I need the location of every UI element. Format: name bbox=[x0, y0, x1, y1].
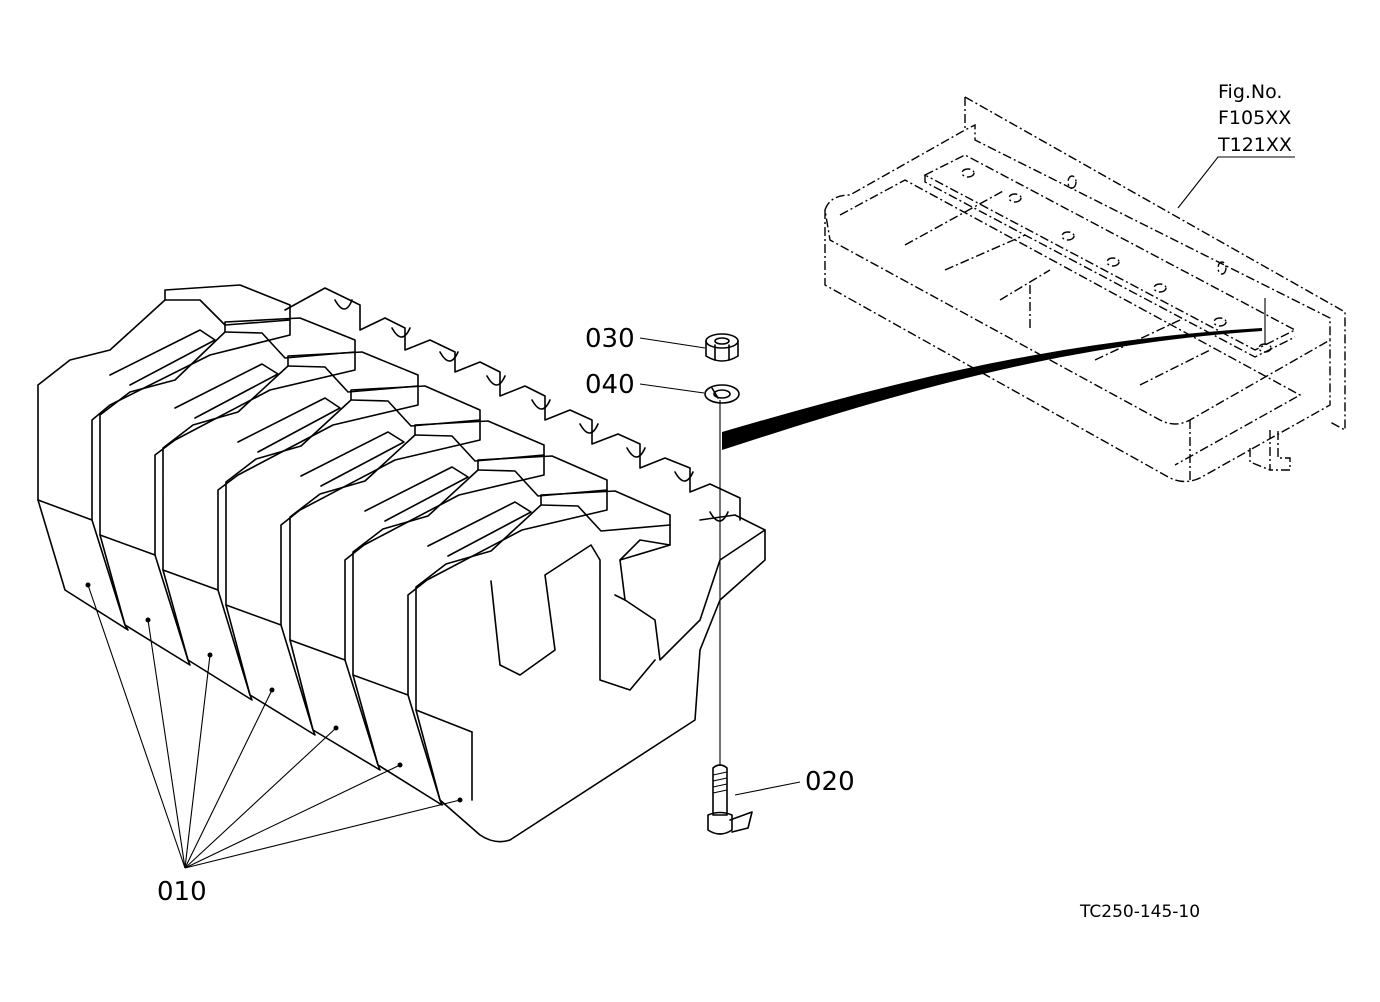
attachment-indicator-curve bbox=[722, 328, 1262, 450]
weight-stack bbox=[37, 284, 766, 843]
part-010-leaders bbox=[85, 582, 463, 869]
part-040-label: 040 bbox=[585, 370, 635, 400]
fig-ref-1: F105XX bbox=[1218, 107, 1291, 129]
weight-slab bbox=[352, 455, 608, 806]
part-010-label: 010 bbox=[157, 877, 207, 907]
bolt-020 bbox=[707, 764, 753, 835]
part-030-label: 030 bbox=[585, 324, 635, 354]
part-020-label: 020 bbox=[805, 767, 855, 797]
washer-040 bbox=[704, 384, 740, 404]
nut-030 bbox=[705, 333, 739, 362]
part-030-leader bbox=[639, 337, 706, 349]
fig-header: Fig.No. bbox=[1218, 81, 1282, 103]
fig-ref-2: T121XX bbox=[1217, 134, 1292, 156]
weight-bracket bbox=[824, 96, 1346, 483]
drawing-code: TC250-145-10 bbox=[1079, 902, 1200, 922]
fig-ref-leader bbox=[1177, 156, 1295, 209]
part-020-leader bbox=[734, 781, 801, 796]
weight-slab bbox=[289, 420, 545, 771]
part-040-leader bbox=[639, 383, 705, 394]
weight-slab-front bbox=[415, 490, 766, 843]
weight-slab bbox=[37, 284, 291, 631]
